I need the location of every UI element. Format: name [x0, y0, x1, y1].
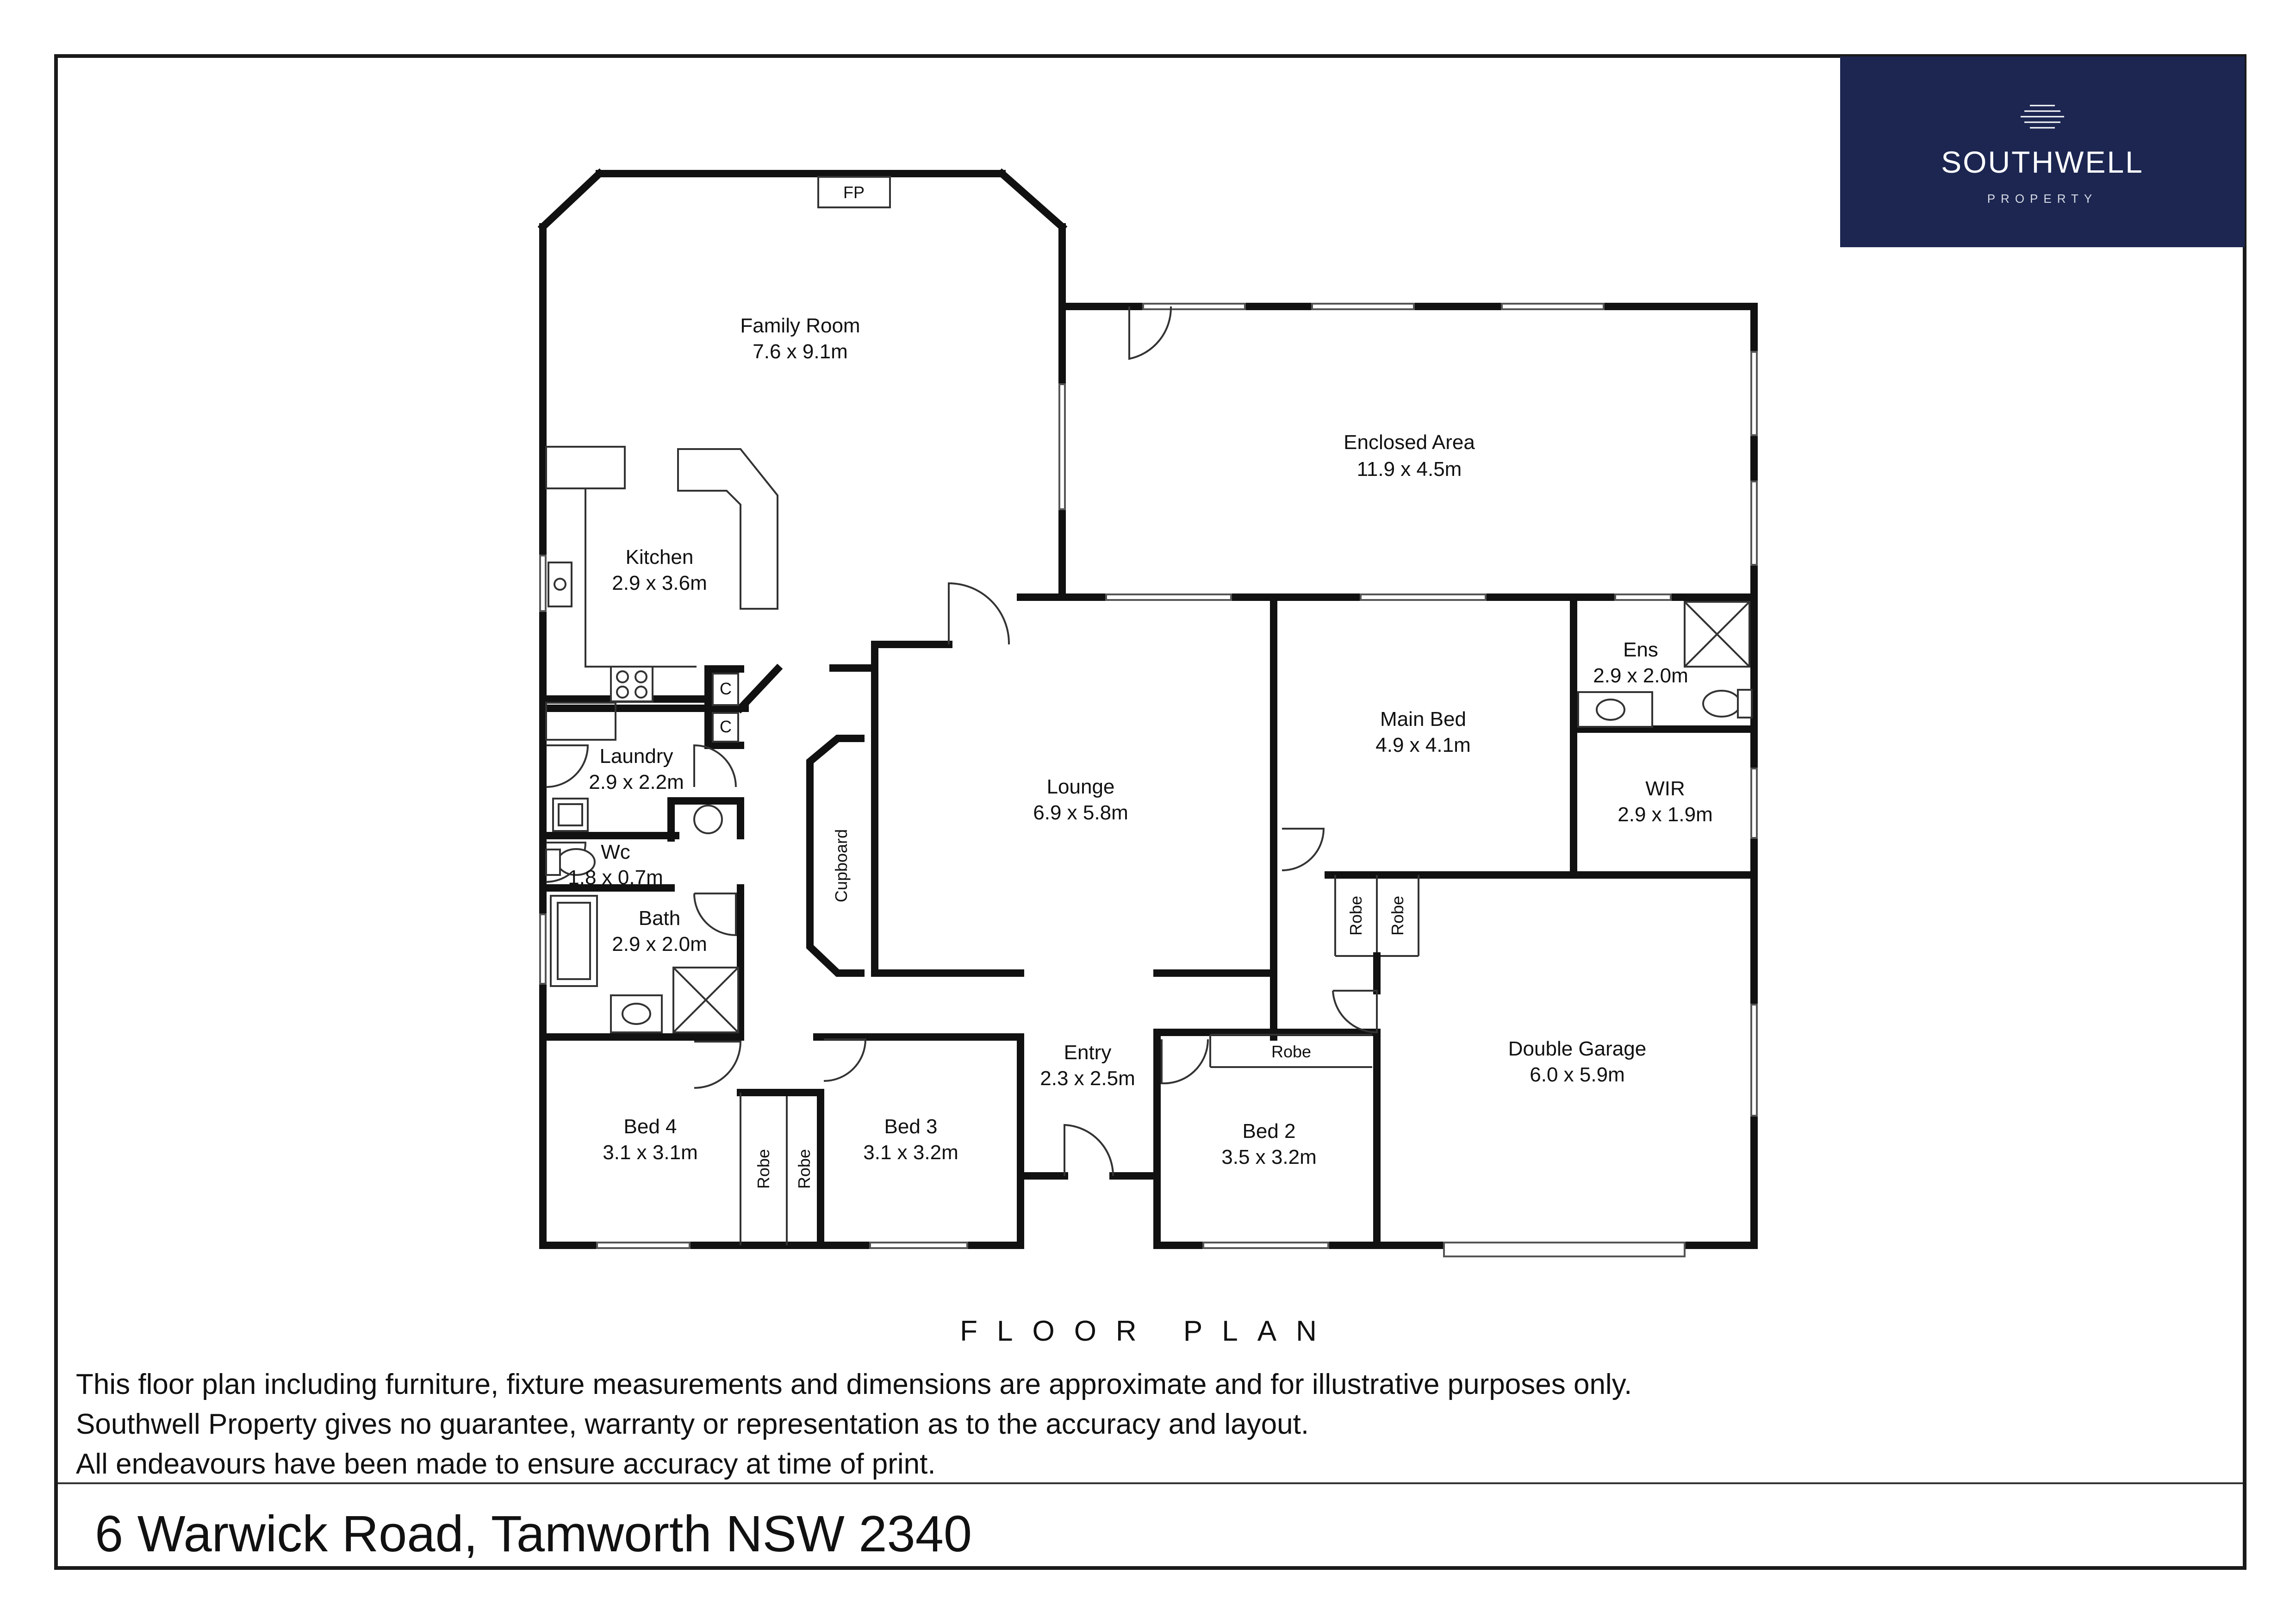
kitchen-sink	[548, 562, 572, 607]
plan-title: FLOOR PLAN	[960, 1315, 1336, 1347]
family-room-label: Family Room	[740, 314, 860, 337]
laundry-label: Laundry	[599, 745, 673, 768]
disclaimer: This floor plan including furniture, fix…	[76, 1365, 1632, 1484]
main-bed-size: 4.9 x 4.1m	[1375, 734, 1470, 756]
bed4-size: 3.1 x 3.1m	[603, 1141, 697, 1164]
robe-main-1-label: Robe	[1346, 896, 1365, 936]
brand-logo: SOUTHWELL PROPERTY	[1840, 56, 2245, 247]
bath-size: 2.9 x 2.0m	[612, 933, 707, 956]
cooktop	[610, 666, 653, 702]
doors	[546, 306, 1378, 1176]
entry-label: Entry	[1064, 1041, 1112, 1064]
ensuite-vanity	[1577, 691, 1653, 728]
wir-label: WIR	[1645, 777, 1685, 800]
room-labels: Family Room 7.6 x 9.1m Enclosed Area 11.…	[568, 314, 1712, 1168]
lounge-label: Lounge	[1047, 775, 1115, 798]
ens-label: Ens	[1623, 638, 1658, 661]
pantry-c2-label: C	[720, 717, 732, 736]
cupboard-label: Cupboard	[832, 829, 851, 902]
kitchen-label: Kitchen	[626, 546, 694, 568]
fireplace	[817, 176, 891, 208]
bed3-size: 3.1 x 3.2m	[863, 1141, 958, 1164]
robe-bed4-label: Robe	[754, 1149, 773, 1189]
fixtures	[545, 176, 1753, 1033]
double-garage-label: Double Garage	[1508, 1037, 1646, 1060]
robe-main-2-label: Robe	[1388, 896, 1407, 936]
footer-divider	[58, 1482, 2243, 1484]
stacked-lines-logo-icon	[2021, 105, 2064, 129]
wc-basin	[693, 805, 723, 834]
pantry-c1-label: C	[720, 679, 732, 698]
wc-size: 1.8 x 0.7m	[568, 866, 663, 889]
fp-label: FP	[843, 183, 865, 202]
brand-name: SOUTHWELL	[1941, 145, 2144, 179]
kitchen-island	[677, 448, 778, 610]
windows	[539, 303, 1758, 1257]
enclosed-area-label: Enclosed Area	[1344, 431, 1475, 454]
main-bed-label: Main Bed	[1380, 708, 1466, 731]
bed4-label: Bed 4	[624, 1115, 677, 1138]
page-frame	[54, 54, 2246, 1570]
bed2-size: 3.5 x 3.2m	[1221, 1146, 1316, 1168]
ensuite-toilet	[1702, 690, 1741, 718]
walls	[537, 168, 1758, 1249]
laundry-size: 2.9 x 2.2m	[589, 771, 684, 793]
enclosed-area-size: 11.9 x 4.5m	[1357, 458, 1462, 481]
disclaimer-line: All endeavours have been made to ensure …	[76, 1448, 936, 1480]
fixture-labels: FP C C Cupboard Robe Robe Robe Robe Robe	[720, 183, 1407, 1189]
family-room-size: 7.6 x 9.1m	[753, 340, 847, 363]
double-garage-size: 6.0 x 5.9m	[1530, 1063, 1624, 1086]
robe-bed3-label: Robe	[795, 1149, 814, 1189]
bath-vanity	[610, 994, 663, 1033]
wc-label: Wc	[601, 841, 630, 863]
wir-size: 2.9 x 1.9m	[1618, 803, 1712, 826]
ens-size: 2.9 x 2.0m	[1593, 664, 1688, 687]
bed2-label: Bed 2	[1243, 1120, 1296, 1143]
brand-tagline: PROPERTY	[1987, 192, 2098, 206]
bath-label: Bath	[639, 907, 681, 930]
property-address: 6 Warwick Road, Tamworth NSW 2340	[95, 1505, 972, 1562]
lounge-size: 6.9 x 5.8m	[1033, 801, 1128, 824]
bed3-label: Bed 3	[884, 1115, 938, 1138]
kitchen-bench	[545, 446, 626, 489]
kitchen-size: 2.9 x 3.6m	[612, 572, 707, 594]
robe-bed2-label: Robe	[1271, 1042, 1311, 1061]
entry-size: 2.3 x 2.5m	[1040, 1067, 1135, 1090]
disclaimer-line: This floor plan including furniture, fix…	[76, 1368, 1632, 1400]
disclaimer-line: Southwell Property gives no guarantee, w…	[76, 1408, 1309, 1440]
